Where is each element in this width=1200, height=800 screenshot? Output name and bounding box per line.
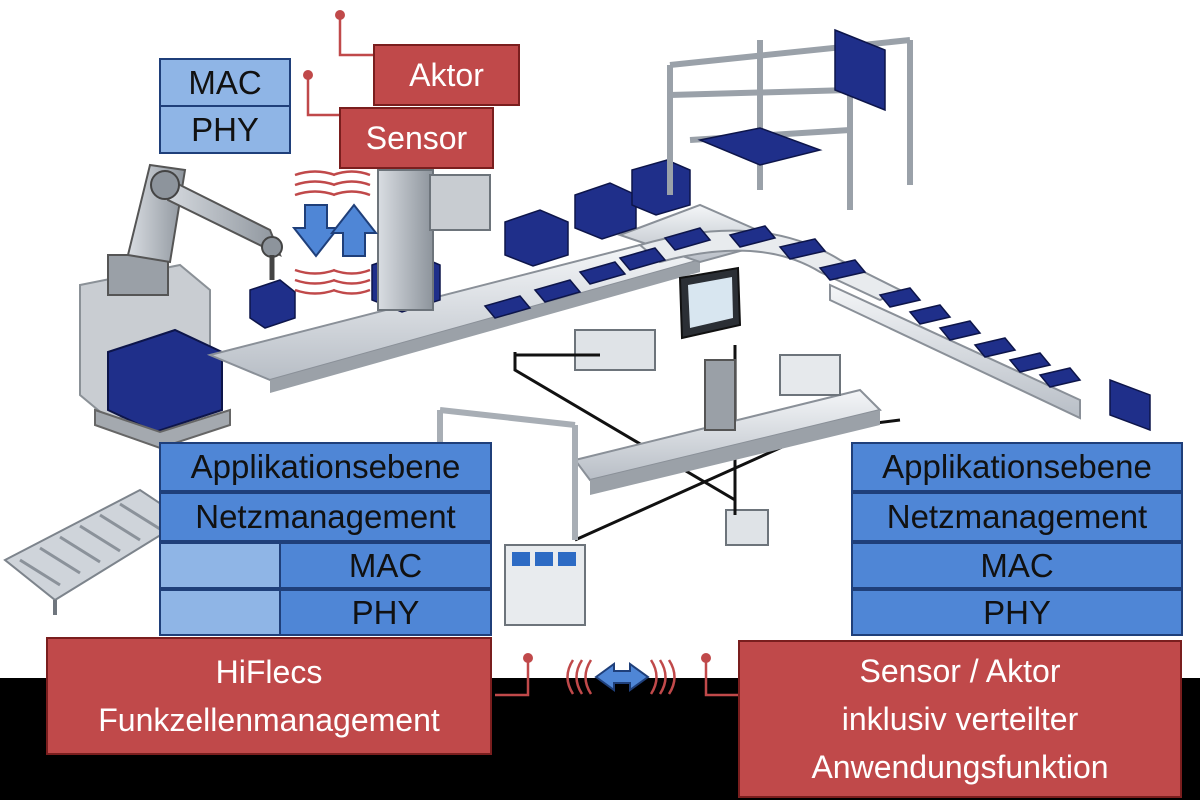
hiflecs-line2: Funkzellenmanagement [98,702,440,738]
right-mac-label: MAC [980,546,1054,584]
sensor-box: Sensor [339,107,494,169]
up-down-arrows-icon [291,203,379,258]
lift-column [377,169,491,311]
control-screen [678,266,742,340]
main-conveyor [206,203,1081,420]
left-application-layer: Applikationsebene [159,442,492,492]
aktor-box: Aktor [373,44,520,106]
left-mac-label: MAC [348,546,423,584]
left-phy-layer: PHY [159,589,492,636]
left-mac-layer: MAC [159,542,492,589]
right-phy-layer: PHY [851,589,1183,636]
sensor-aktor-line2: inklusiv verteilter [841,701,1079,737]
sensor-aktor-box: Sensor / Aktor inklusiv verteilter Anwen… [738,640,1182,798]
double-arrow-icon [594,662,650,692]
right-network-label: Netzmanagement [886,498,1148,535]
io-module-top [574,329,656,371]
top-phy-layer: PHY [159,105,291,154]
lead-lines [306,15,740,697]
io-module-right [725,509,769,546]
hiflecs-box: HiFlecs Funkzellenmanagement [46,637,492,755]
lower-conveyor [573,354,882,495]
sensor-aktor-line3: Anwendungsfunktion [811,749,1109,785]
top-mac-layer: MAC [159,58,291,107]
top-phy-label: PHY [191,110,259,148]
wireless-link-waves-icon [566,659,676,695]
sensor-label: Sensor [365,119,468,156]
wireless-waves-icon [294,170,371,295]
left-mac-light-segment [161,544,281,587]
gantry-panels [697,28,1151,432]
right-mac-layer: MAC [851,542,1183,589]
sensor-aktor-line1: Sensor / Aktor [859,653,1061,689]
left-application-label: Applikationsebene [190,448,461,485]
left-network-layer: Netzmanagement [159,492,492,542]
left-phy-label: PHY [351,593,420,631]
pallet-boxes [94,328,231,450]
lead-dots [303,10,711,663]
right-phy-label: PHY [983,593,1051,631]
aktor-label: Aktor [409,56,484,93]
right-network-layer: Netzmanagement [851,492,1183,542]
left-network-label: Netzmanagement [195,498,456,535]
left-phy-light-segment [161,591,281,634]
hiflecs-line1: HiFlecs [215,654,323,690]
drive-cabinet [504,544,586,626]
right-application-layer: Applikationsebene [851,442,1183,492]
right-application-label: Applikationsebene [882,448,1152,485]
top-mac-label: MAC [188,63,262,101]
roller-conveyor [3,488,187,615]
